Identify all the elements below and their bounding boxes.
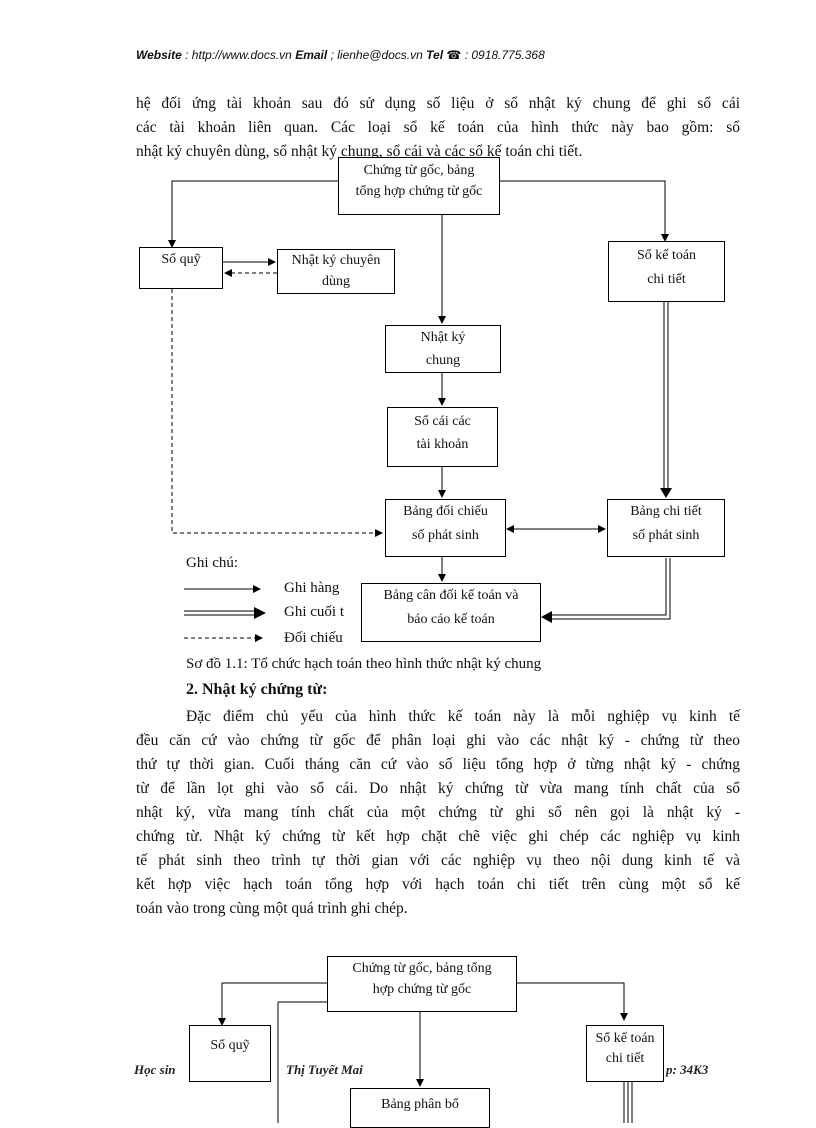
page-footer: Học sin xyxy=(134,1062,176,1078)
box-text: Bảng phân bổ xyxy=(381,1097,459,1112)
footer-right: p: 34K3 xyxy=(666,1062,709,1077)
tel-value: : 0918.775.368 xyxy=(464,48,545,62)
box-text: chi tiết xyxy=(647,272,686,287)
box-text: Sổ kế toán xyxy=(636,248,697,263)
body-line: Đặc điểm chủ yếu của hình thức kế toán n… xyxy=(186,708,740,725)
box-bang-chi-tiet: Bảng chi tiết số phát sinh xyxy=(607,499,725,557)
box-bang-doi-chieu: Bảng đối chiếu số phát sinh xyxy=(385,499,506,557)
box-text: Bảng chi tiết xyxy=(630,504,702,519)
legend-title: Ghi chú: xyxy=(186,555,239,571)
email-value: ; lienhe@docs.vn xyxy=(330,48,423,62)
intro-line: nhật ký chuyên dùng, sổ nhật ký chung, s… xyxy=(136,143,583,160)
box2-so-quy: Sổ quỹ xyxy=(189,1025,271,1082)
box-text: Sổ cái các xyxy=(414,414,471,429)
legend-item-reconcile: Đối chiếu xyxy=(284,630,343,646)
body-line: chứng từ. Nhật ký chứng từ kết hợp chặt … xyxy=(136,828,740,845)
body-line: từ để lần lọt ghi vào sổ cái. Do nhật ký… xyxy=(136,780,740,797)
phone-icon: ☎ xyxy=(446,48,462,62)
box-text: Sổ quỹ xyxy=(161,252,201,267)
box-text: dùng xyxy=(322,274,350,289)
box-text: Chứng từ gốc, bảng tổng xyxy=(352,961,492,976)
website-label: Website xyxy=(136,48,182,62)
body-line: tế phát sinh theo trình tự thời gian với… xyxy=(136,852,740,869)
box-so-quy: Sổ quỹ xyxy=(139,247,223,289)
box-source-documents: Chứng từ gốc, bảng tổng hợp chứng từ gốc xyxy=(338,157,500,215)
box-text: chung xyxy=(425,353,461,368)
box-text: Nhật ký chuyên xyxy=(291,253,381,268)
box-so-ke-toan-chi-tiet: Sổ kế toán chi tiết xyxy=(608,241,725,302)
body-line: thứ tự thời gian. Cuối tháng căn cứ vào … xyxy=(136,756,740,773)
intro-paragraph: hệ đối ứng tài khoản sau đó sử dụng số l… xyxy=(136,92,740,164)
body-line: nhật ký, vừa mang tính chất của một chứn… xyxy=(136,804,740,821)
box-bang-can-doi: Bảng cân đối kế toán và báo cáo kế toán xyxy=(361,583,541,642)
intro-line: hệ đối ứng tài khoản sau đó sử dụng số l… xyxy=(136,95,740,112)
tel-label: Tel xyxy=(426,48,444,62)
box-text: Sổ quỹ xyxy=(210,1038,250,1053)
page-header: Website : http://www.docs.vn Email ; lie… xyxy=(136,48,545,62)
box-text: báo cáo kế toán xyxy=(407,612,495,627)
section-body: Đặc điểm chủ yếu của hình thức kế toán n… xyxy=(136,705,740,921)
box2-so-ke-toan-chi-tiet: Sổ kế toán chi tiết xyxy=(586,1025,664,1082)
box-text: hợp chứng từ gốc xyxy=(372,982,472,997)
box2-source-documents: Chứng từ gốc, bảng tổng hợp chứng từ gốc xyxy=(327,956,517,1012)
box-text: tổng hợp chứng từ gốc xyxy=(355,184,483,199)
box-text: số phát sinh xyxy=(632,528,700,543)
box-text: số phát sinh xyxy=(412,528,479,543)
footer-left: Học sin xyxy=(134,1062,176,1077)
box-text: Chứng từ gốc, bảng xyxy=(363,163,475,178)
box-nhat-ky-chuyen-dung: Nhật ký chuyên dùng xyxy=(277,249,395,294)
box-text: Bảng đối chiếu xyxy=(403,504,488,519)
box-text: Nhật ký xyxy=(420,330,466,345)
box-text: chi tiết xyxy=(605,1051,645,1066)
diagram1-caption: Sơ đồ 1.1: Tổ chức hạch toán theo hình t… xyxy=(186,656,542,672)
body-line: kết hợp việc hạch toán tổng hợp với hạch… xyxy=(136,876,740,893)
legend-item-daily: Ghi hàng xyxy=(284,580,340,596)
body-line: đều căn cứ vào chứng từ gốc để phân loại… xyxy=(136,732,740,749)
box-text: Sổ kế toán xyxy=(595,1031,655,1046)
box-text: tài khoản xyxy=(416,437,469,452)
footer-name: Thị Tuyết Mai xyxy=(286,1062,363,1077)
legend-item-end: Ghi cuối t xyxy=(284,604,344,620)
box-nhat-ky-chung: Nhật ký chung xyxy=(385,325,501,373)
email-label: Email xyxy=(295,48,328,62)
intro-line: các tài khoản liên quan. Các loại sổ kế … xyxy=(136,119,740,136)
box-so-cai: Sổ cái các tài khoản xyxy=(387,407,498,467)
website-value: : http://www.docs.vn xyxy=(185,48,292,62)
box-text: Bảng cân đối kế toán và xyxy=(383,588,519,603)
section-heading: 2. Nhật ký chứng từ: xyxy=(186,681,328,698)
box2-bang-phan-bo: Bảng phân bổ xyxy=(350,1088,490,1128)
body-line: toán vào trong cùng một quá trình ghi ch… xyxy=(136,900,408,917)
